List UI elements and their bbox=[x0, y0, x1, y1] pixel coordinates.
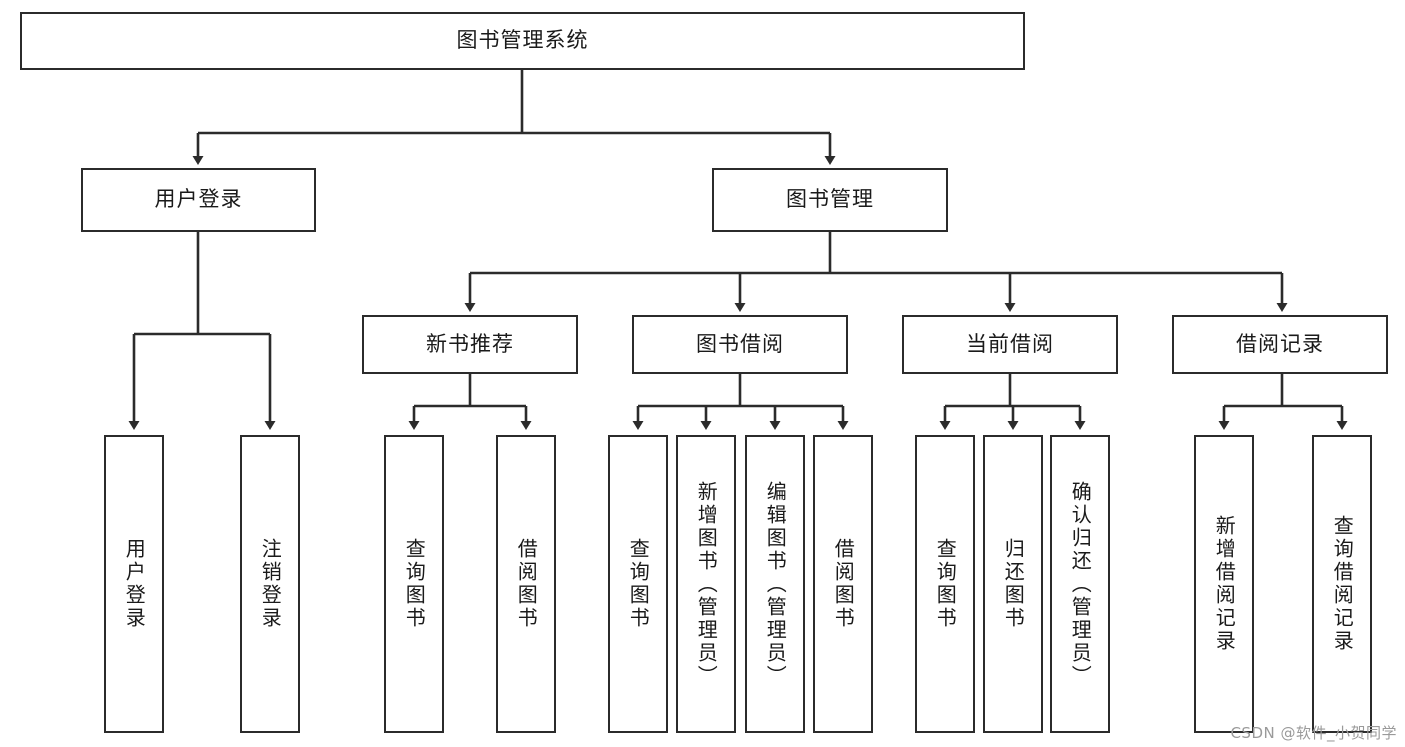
node-current-borrow[interactable]: 当前借阅 bbox=[902, 315, 1118, 374]
leaf-edit-book-admin[interactable]: 编辑图书（管理员） bbox=[745, 435, 805, 733]
leaf-query-book-1-label: 查询图书 bbox=[402, 538, 427, 630]
node-user-login-label: 用户登录 bbox=[154, 187, 243, 212]
node-new-book-recommend[interactable]: 新书推荐 bbox=[362, 315, 578, 374]
node-book-borrow[interactable]: 图书借阅 bbox=[632, 315, 848, 374]
leaf-logout-login-label: 注销登录 bbox=[258, 538, 283, 630]
leaf-borrow-book-1[interactable]: 借阅图书 bbox=[496, 435, 556, 733]
leaf-borrow-book-2-label: 借阅图书 bbox=[831, 538, 856, 630]
leaf-add-borrow-record-label: 新增借阅记录 bbox=[1212, 515, 1237, 653]
node-book-manage[interactable]: 图书管理 bbox=[712, 168, 948, 232]
node-borrow-record[interactable]: 借阅记录 bbox=[1172, 315, 1388, 374]
leaf-edit-book-admin-label: 编辑图书（管理员） bbox=[763, 480, 788, 688]
node-root[interactable]: 图书管理系统 bbox=[20, 12, 1025, 70]
leaf-query-book-3[interactable]: 查询图书 bbox=[915, 435, 975, 733]
node-borrow-record-label: 借阅记录 bbox=[1236, 331, 1324, 356]
leaf-query-book-2-label: 查询图书 bbox=[626, 538, 651, 630]
leaf-borrow-book-1-label: 借阅图书 bbox=[514, 538, 539, 630]
leaf-borrow-book-2[interactable]: 借阅图书 bbox=[813, 435, 873, 733]
leaf-query-borrow-record[interactable]: 查询借阅记录 bbox=[1312, 435, 1372, 733]
leaf-confirm-return-admin[interactable]: 确认归还（管理员） bbox=[1050, 435, 1110, 733]
node-book-borrow-label: 图书借阅 bbox=[696, 331, 784, 356]
node-new-book-recommend-label: 新书推荐 bbox=[426, 331, 514, 356]
leaf-user-login-label: 用户登录 bbox=[122, 538, 147, 630]
leaf-confirm-return-admin-label: 确认归还（管理员） bbox=[1068, 480, 1093, 688]
leaf-return-book[interactable]: 归还图书 bbox=[983, 435, 1043, 733]
node-user-login[interactable]: 用户登录 bbox=[81, 168, 316, 232]
leaf-add-book-admin-label: 新增图书（管理员） bbox=[694, 480, 719, 688]
leaf-query-book-2[interactable]: 查询图书 bbox=[608, 435, 668, 733]
leaf-user-login[interactable]: 用户登录 bbox=[104, 435, 164, 733]
leaf-query-book-1[interactable]: 查询图书 bbox=[384, 435, 444, 733]
leaf-add-borrow-record[interactable]: 新增借阅记录 bbox=[1194, 435, 1254, 733]
leaf-add-book-admin[interactable]: 新增图书（管理员） bbox=[676, 435, 736, 733]
node-root-label: 图书管理系统 bbox=[456, 28, 589, 53]
node-book-manage-label: 图书管理 bbox=[786, 187, 874, 212]
node-current-borrow-label: 当前借阅 bbox=[966, 331, 1054, 356]
leaf-query-borrow-record-label: 查询借阅记录 bbox=[1330, 515, 1355, 653]
leaf-query-book-3-label: 查询图书 bbox=[933, 538, 958, 630]
leaf-return-book-label: 归还图书 bbox=[1001, 538, 1026, 630]
leaf-logout-login[interactable]: 注销登录 bbox=[240, 435, 300, 733]
